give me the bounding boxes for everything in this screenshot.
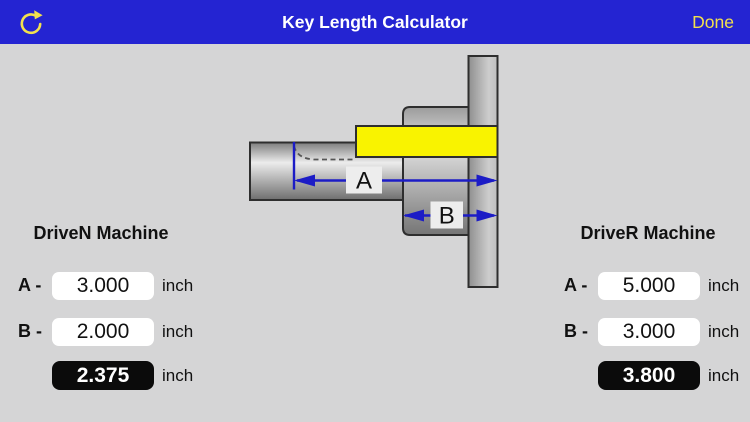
driver-section-title: DriveR Machine xyxy=(580,223,716,243)
driven-row-a: A - inch xyxy=(18,271,193,300)
dim-b-arrow-right xyxy=(476,209,498,222)
driven-result-row: 2.375 inch xyxy=(18,361,193,390)
driven-a-label: A - xyxy=(18,275,42,295)
driver-a-unit: inch xyxy=(708,275,740,295)
driver-result-unit: inch xyxy=(708,365,740,385)
dim-b-label: B xyxy=(439,203,455,230)
driver-a-input[interactable] xyxy=(598,271,700,300)
page-title: Key Length Calculator xyxy=(282,12,468,32)
navbar: Key Length Calculator Done xyxy=(0,0,750,44)
driver-b-label: B - xyxy=(564,321,588,341)
driven-b-input[interactable] xyxy=(52,317,154,346)
dim-a-label-box xyxy=(346,166,382,194)
refresh-button[interactable] xyxy=(16,7,46,37)
driver-b-input[interactable] xyxy=(598,317,700,346)
driver-row-b: B - inch xyxy=(564,317,739,346)
driven-b-label: B - xyxy=(18,321,42,341)
driver-result-value: 3.800 xyxy=(598,361,700,390)
refresh-icon xyxy=(20,10,43,35)
shaft-key-diagram: A B xyxy=(240,48,510,293)
driven-b-unit: inch xyxy=(162,321,194,341)
key-shape xyxy=(355,125,499,158)
dim-a-label: A xyxy=(356,168,372,195)
dim-b-label-box xyxy=(430,201,463,229)
driven-result-unit: inch xyxy=(162,365,194,385)
driven-result-value: 2.375 xyxy=(52,361,154,390)
flange-shape xyxy=(467,55,499,288)
dim-a-arrow-right xyxy=(476,174,498,187)
done-button[interactable]: Done xyxy=(692,0,734,44)
driver-row-a: A - inch xyxy=(564,271,739,300)
driven-a-unit: inch xyxy=(162,275,194,295)
driver-b-unit: inch xyxy=(708,321,740,341)
driven-section-title: DriveN Machine xyxy=(33,223,169,243)
driven-row-b: B - inch xyxy=(18,317,193,346)
dim-a-arrow-left xyxy=(294,174,315,187)
driver-a-label: A - xyxy=(564,275,588,295)
driven-a-input[interactable] xyxy=(52,271,154,300)
dim-b-arrow-left xyxy=(403,209,424,222)
driver-result-row: 3.800 inch xyxy=(564,361,739,390)
